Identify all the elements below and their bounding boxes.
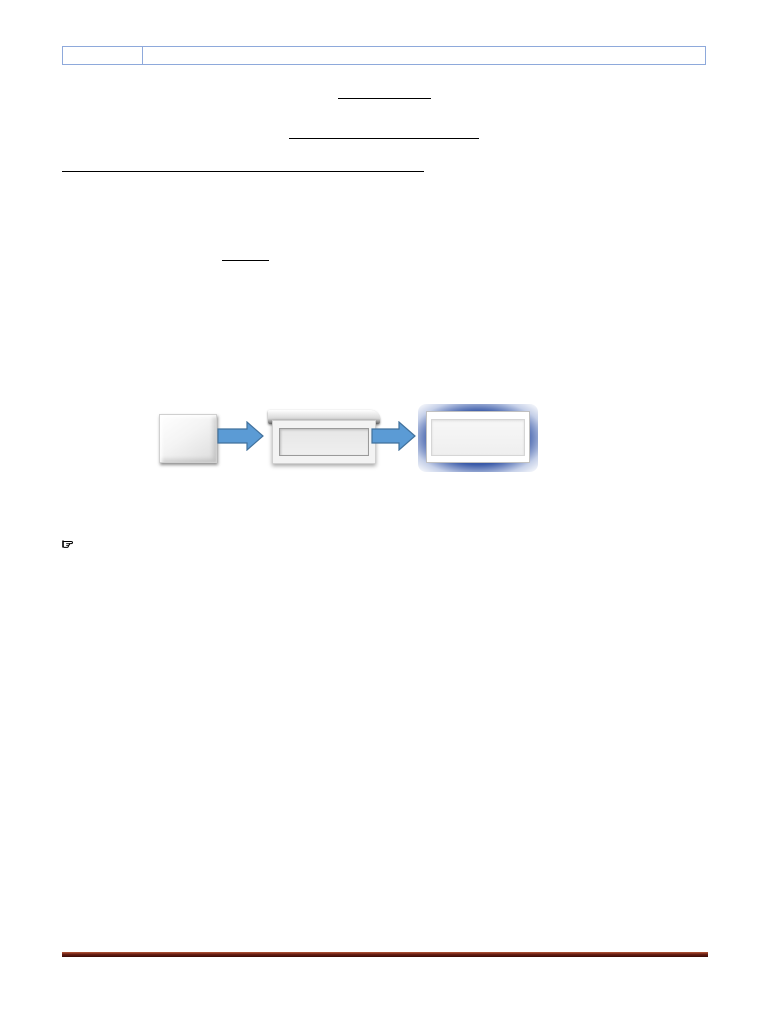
flow-box-output: [426, 411, 530, 463]
footer-rule: [62, 952, 708, 957]
flow-box-input: [159, 414, 217, 463]
header-table: [62, 46, 706, 65]
section-heading-underline: [62, 171, 424, 172]
right-arrow-icon: [371, 421, 416, 451]
flow-box-output-label: [431, 419, 525, 456]
inline-word-underline: [222, 260, 269, 261]
pointing-hand-icon: [62, 540, 74, 548]
title-underline: [338, 98, 431, 99]
subtitle-underline: [289, 138, 479, 139]
header-cell-left: [63, 47, 143, 64]
header-cell-right: [143, 47, 705, 64]
flow-box-process-body: [272, 420, 376, 464]
flow-box-process: [268, 410, 384, 465]
flow-box-process-label: [279, 428, 369, 456]
right-arrow-icon: [217, 421, 264, 451]
